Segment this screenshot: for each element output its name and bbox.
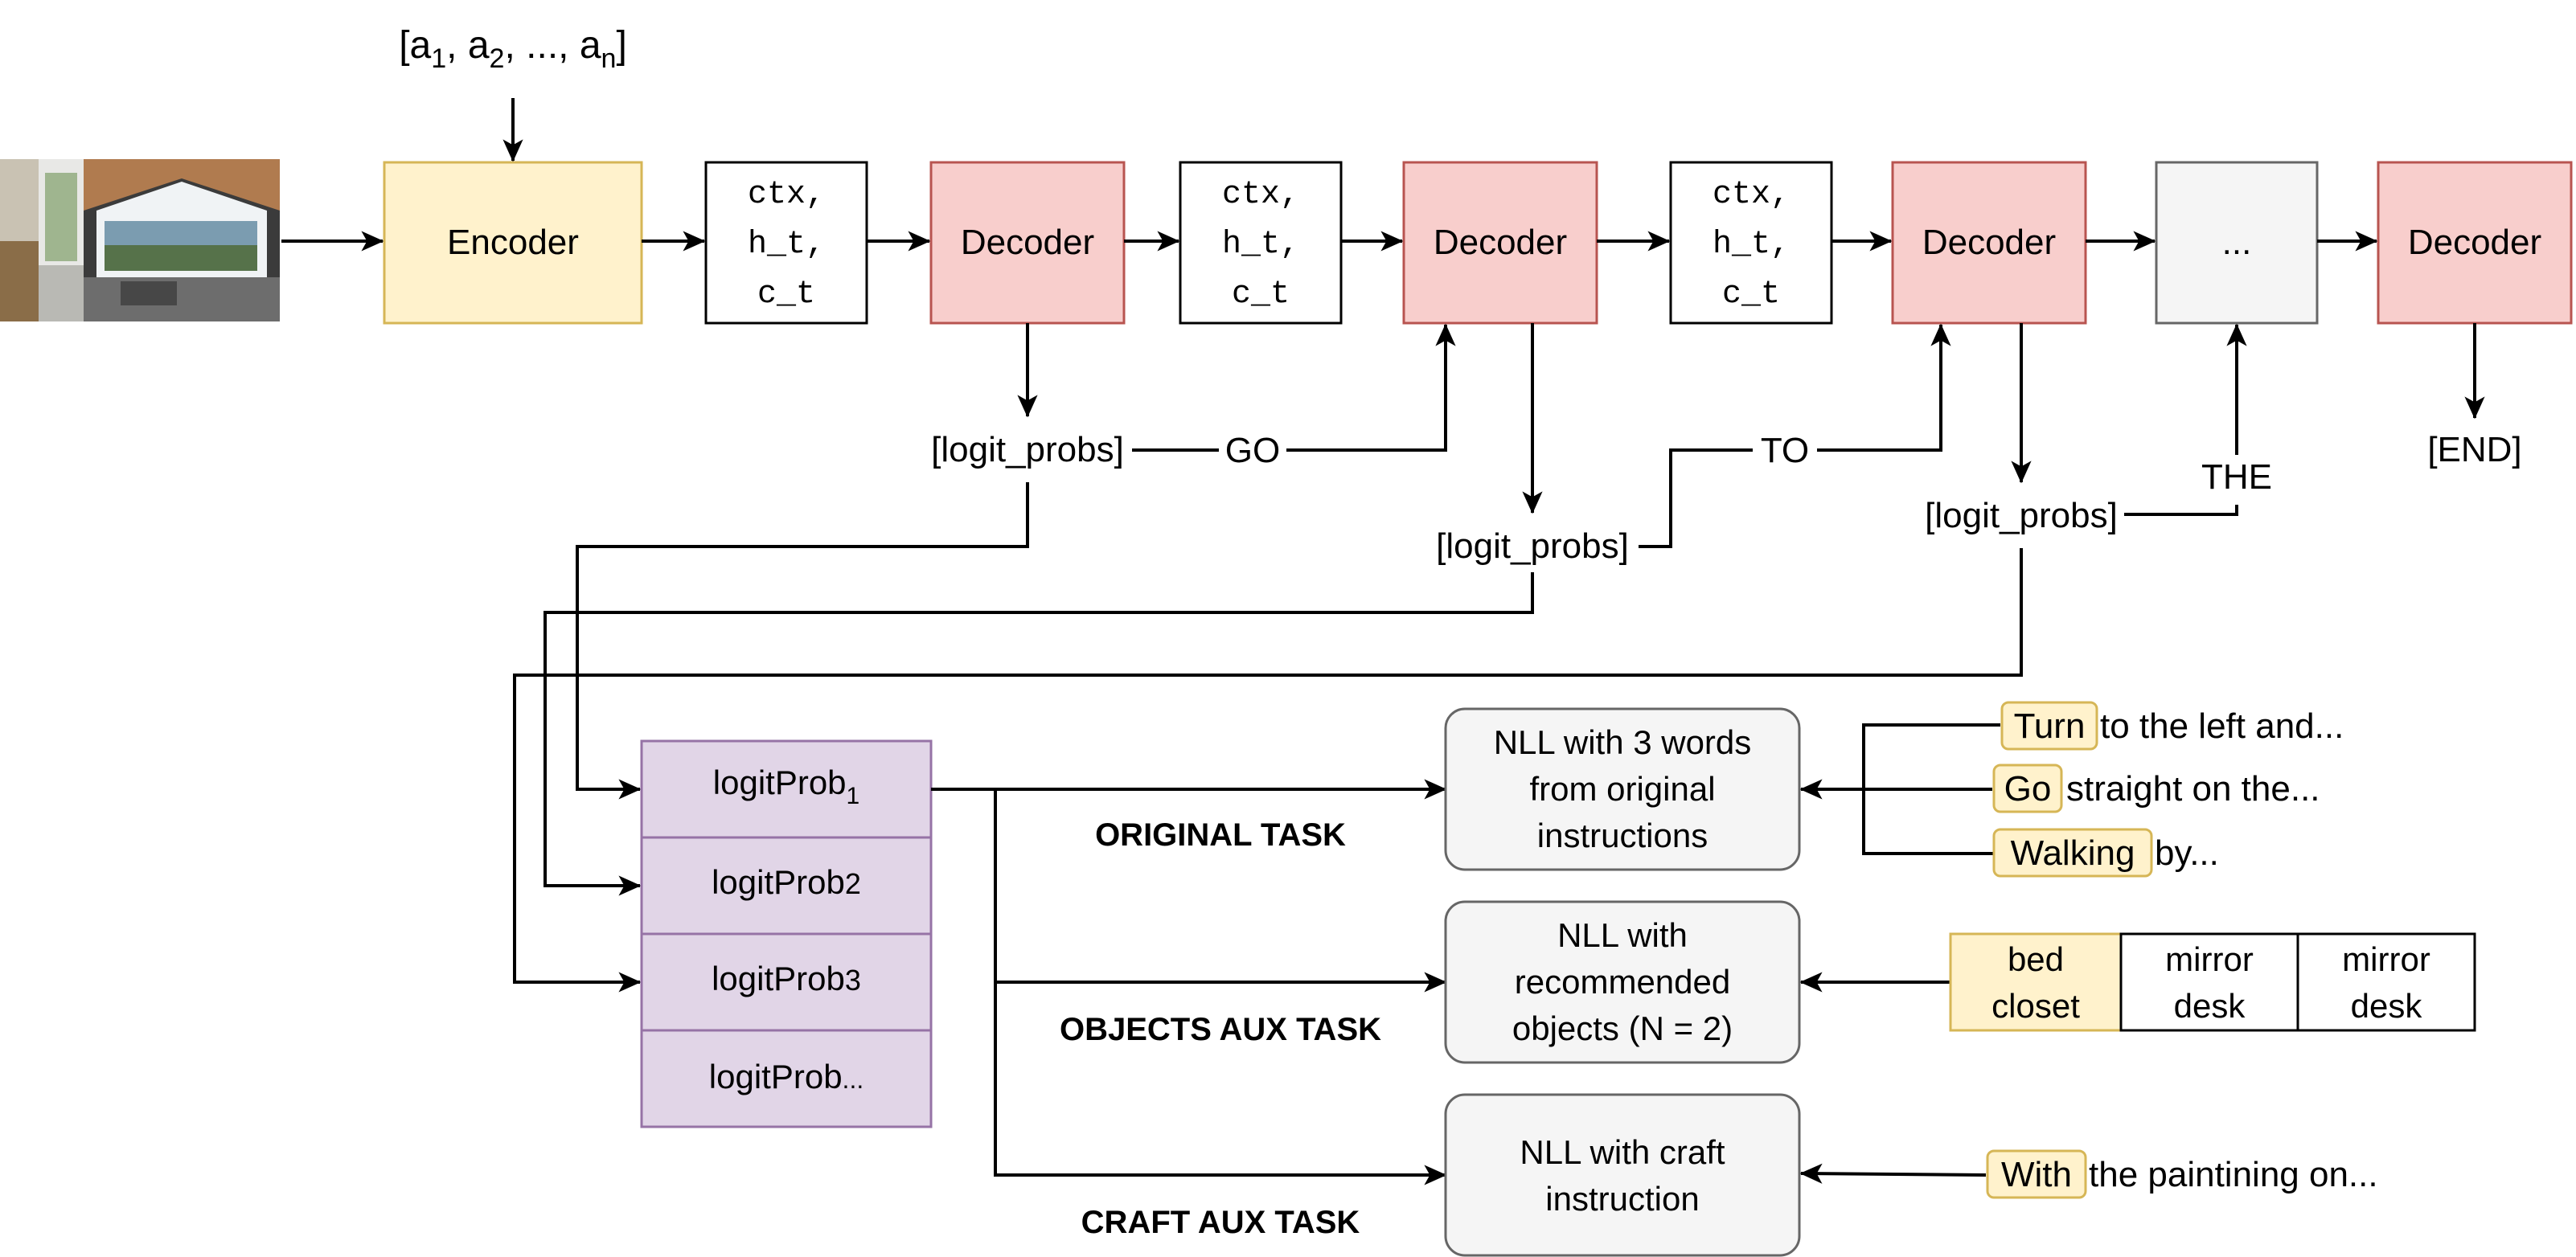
instruction-rest-go: straight on the... [2066, 769, 2320, 809]
decoder-box-4: Decoder [2377, 161, 2573, 325]
instruction-turn: Turn to the left and... [2000, 701, 2344, 751]
instruction-rest-turn: to the left and... [2100, 706, 2344, 746]
token-the: THE [2201, 457, 2272, 497]
instruction-rest-walking: by... [2155, 833, 2219, 873]
state-box-1: ctx, h_t, c_t [704, 161, 868, 325]
object-cell: desk [2351, 987, 2423, 1025]
nll-objects-line2: recommended [1515, 963, 1730, 1001]
logit-prob-3: logitProb3 [712, 960, 861, 997]
nll-original-line3: instructions [1537, 817, 1708, 854]
original-task-label: ORIGINAL TASK [1095, 817, 1346, 853]
logit-prob-2: logitProb2 [712, 863, 861, 901]
state-hidden: h_t, [1222, 227, 1299, 263]
decoder-label: Decoder [961, 223, 1094, 262]
craft-instruction: With the paintining on... [1986, 1149, 2378, 1199]
instruction-go: Go straight on the... [1992, 764, 2320, 813]
state-box-3: ctx, h_t, c_t [1669, 161, 1833, 325]
nll-original-line1: NLL with 3 words [1494, 723, 1752, 761]
decoder-outputs [1017, 323, 2032, 514]
logit-probs-3: [logit_probs] [1925, 496, 2118, 535]
decoder-box-1: Decoder [929, 161, 1126, 325]
actions-input-label: [a1, a2, ..., an] [399, 24, 627, 74]
state-cell: c_t [1232, 276, 1290, 313]
decoder-label: Decoder [1922, 223, 2056, 262]
nll-objects-box: NLL with recommended objects (N = 2) [1444, 900, 1801, 1064]
nll-objects-line3: objects (N = 2) [1512, 1009, 1733, 1047]
token-to: TO [1761, 431, 1809, 470]
object-cell: bed [2008, 940, 2064, 978]
stack-to-task-arrows [931, 779, 1447, 1185]
craft-word: With [2001, 1155, 2072, 1194]
instruction-word-turn: Turn [2014, 706, 2086, 746]
token-feedback-arrows [1132, 323, 2247, 548]
logit-prob-1: logitProb1 [713, 764, 859, 809]
end-token: [END] [2427, 430, 2521, 469]
decoder-box-3: Decoder [1891, 161, 2087, 325]
state-cell: c_t [757, 276, 815, 313]
logit-probs-2: [logit_probs] [1436, 526, 1629, 566]
decoder-box-2: Decoder [1402, 161, 1598, 325]
state-ctx: ctx, [1713, 177, 1790, 213]
pipeline-arrows [281, 98, 2485, 420]
logit-prob-stack: logitProb1 logitProb2 logitProb3 logitPr… [640, 739, 933, 1128]
encoder-box: Encoder [383, 161, 643, 325]
instruction-arrows [1799, 723, 2000, 1184]
encoder-label: Encoder [447, 223, 579, 262]
logit-prob-more: logitProb... [709, 1058, 863, 1095]
state-hidden: h_t, [748, 227, 825, 263]
nll-original-box: NLL with 3 words from original instructi… [1444, 707, 1801, 871]
panorama-image [0, 159, 280, 321]
decoder-label: Decoder [1434, 223, 1567, 262]
state-box-2: ctx, h_t, c_t [1179, 161, 1343, 325]
craft-rest: the paintining on... [2089, 1155, 2378, 1194]
nll-craft-line2: instruction [1545, 1180, 1699, 1218]
nll-objects-line1: NLL with [1557, 916, 1688, 954]
instruction-word-walking: Walking [2011, 833, 2135, 873]
object-cell: mirror [2165, 940, 2254, 978]
logit-routing-arrows [513, 482, 2023, 993]
state-ctx: ctx, [1222, 177, 1299, 213]
nll-craft-box: NLL with craft instruction [1444, 1093, 1801, 1257]
state-cell: c_t [1722, 276, 1780, 313]
instruction-walking: Walking by... [1992, 828, 2219, 878]
object-cell: closet [1991, 987, 2080, 1025]
state-ctx: ctx, [748, 177, 825, 213]
ellipsis-label: ... [2222, 223, 2252, 262]
state-hidden: h_t, [1713, 227, 1790, 263]
logit-probs-1: [logit_probs] [931, 430, 1124, 469]
decoder-label: Decoder [2408, 223, 2541, 262]
token-go: GO [1225, 431, 1280, 470]
object-cell: mirror [2342, 940, 2430, 978]
instruction-word-go: Go [2004, 769, 2052, 809]
craft-aux-task-label: CRAFT AUX TASK [1081, 1205, 1360, 1240]
objects-table: bed closet mirror desk mirror desk [1949, 932, 2476, 1032]
nll-craft-line1: NLL with craft [1520, 1133, 1725, 1171]
object-cell: desk [2174, 987, 2246, 1025]
ellipsis-box: ... [2155, 161, 2319, 325]
nll-original-line2: from original [1529, 770, 1715, 808]
objects-aux-task-label: OBJECTS AUX TASK [1060, 1012, 1381, 1047]
